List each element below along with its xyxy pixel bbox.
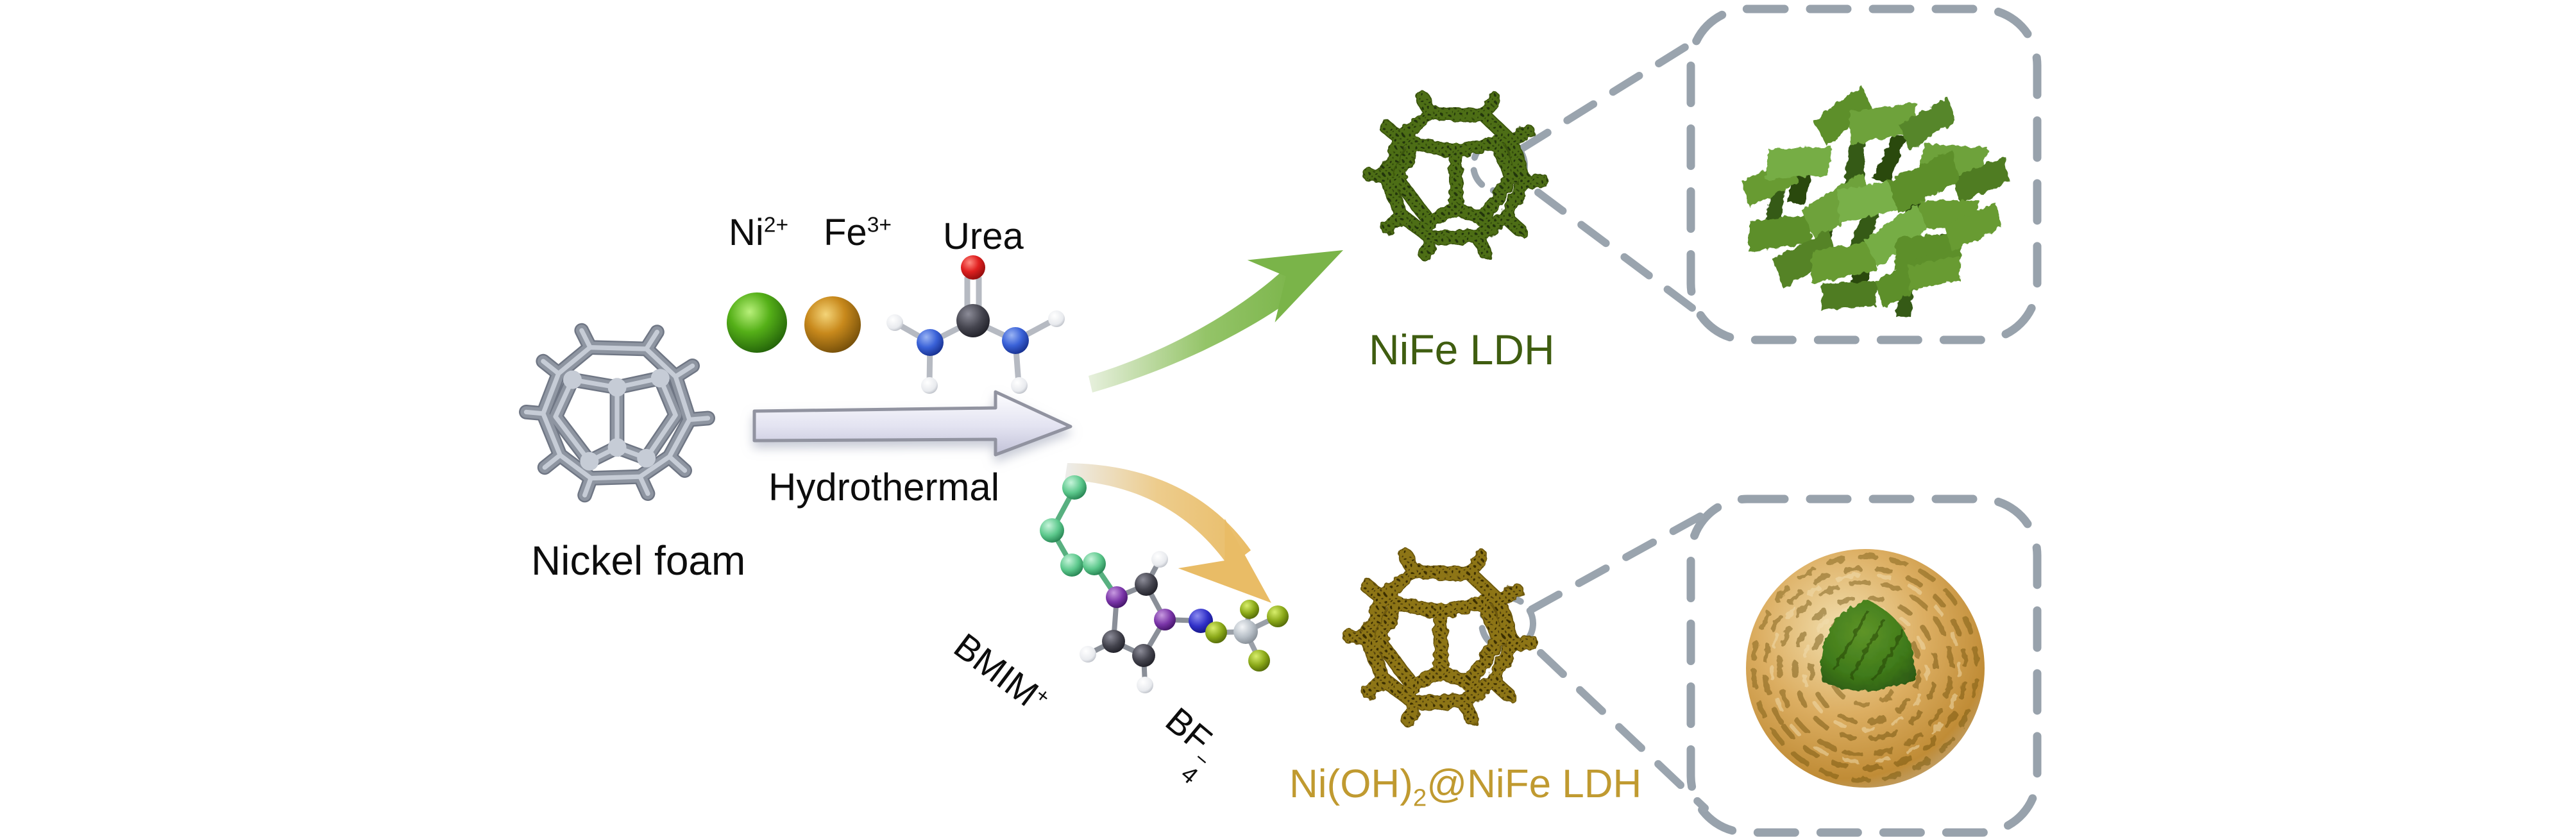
- gold-route-arrow: [1065, 463, 1294, 629]
- nickel-foam-structure: [526, 330, 708, 495]
- urea-oxygen-atom: [961, 255, 985, 280]
- bf4-fluorine-atom: [1248, 650, 1270, 672]
- urea-label: Urea: [943, 216, 1024, 257]
- core-shell-sphere: [1746, 549, 1985, 788]
- hydrothermal-arrow: [752, 390, 1072, 457]
- hydrothermal-label: Hydrothermal: [768, 466, 1000, 509]
- bmim-ring-hydrogen: [1137, 677, 1153, 693]
- bf4-molecule: [1205, 600, 1289, 672]
- nife-ldh-foam-structure: [1369, 97, 1542, 254]
- bf4-fluorine-atom: [1267, 605, 1289, 627]
- urea-carbon-atom: [956, 304, 990, 337]
- bmim-ring-hydrogen: [1080, 646, 1096, 663]
- urea-hydrogen-atom: [1011, 377, 1028, 394]
- nickel-foam-label: Nickel foam: [531, 537, 746, 584]
- fe-ion-sphere: [804, 296, 861, 353]
- bmim-ring-hydrogen: [1151, 551, 1168, 568]
- bmim-ring-carbon: [1102, 630, 1125, 653]
- nife-ldh-nanosheets: [1740, 85, 2012, 323]
- green-route-arrow: [1089, 219, 1359, 393]
- urea-molecule: [886, 255, 1065, 394]
- fe-ion-label: Fe3+: [824, 212, 892, 253]
- bmim-ring-nitrogen: [1106, 586, 1128, 608]
- bmim-butyl-carbon: [1062, 475, 1087, 500]
- bf4-boron-atom: [1233, 620, 1258, 644]
- nife-ldh-label: NiFe LDH: [1369, 326, 1555, 373]
- ni-ion-sphere: [727, 292, 787, 353]
- nioh2-nife-ldh-label: Ni(OH)2@NiFe LDH: [1289, 762, 1642, 812]
- nioh2-foam-structure: [1350, 555, 1531, 720]
- urea-nitrogen-atom: [1002, 327, 1029, 354]
- bmim-butyl-carbon: [1083, 552, 1106, 575]
- ni-ion-label: Ni2+: [729, 212, 789, 253]
- bf4-fluorine-atom: [1205, 621, 1227, 643]
- bmim-ring-nitrogen: [1154, 609, 1176, 630]
- bmim-butyl-carbon: [1060, 554, 1083, 577]
- bmim-ring-carbon: [1135, 573, 1158, 596]
- urea-hydrogen-atom: [921, 377, 938, 394]
- bmim-molecule: [1040, 475, 1213, 693]
- urea-hydrogen-atom: [1048, 310, 1065, 327]
- bmim-ring-carbon: [1132, 644, 1155, 667]
- urea-hydrogen-atom: [886, 314, 903, 331]
- urea-nitrogen-atom: [917, 329, 944, 356]
- bf4-fluorine-atom: [1240, 600, 1259, 619]
- bmim-butyl-carbon: [1040, 518, 1064, 543]
